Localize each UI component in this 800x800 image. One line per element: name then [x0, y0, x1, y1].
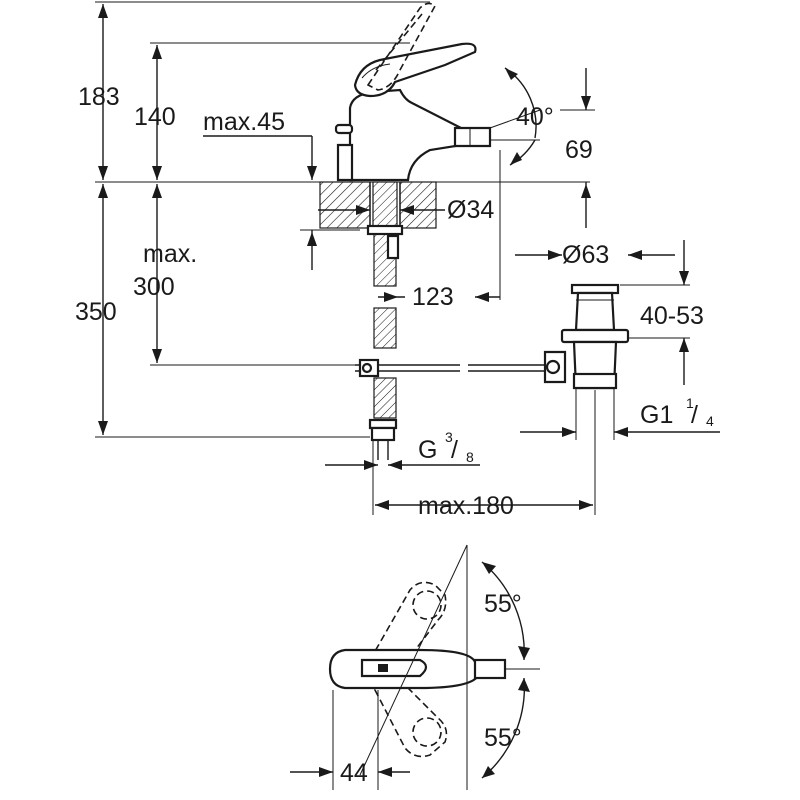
label-inlet-thread-main: G	[418, 436, 437, 464]
pop-up-rod	[355, 358, 545, 378]
dimension-183: 183	[78, 4, 120, 180]
top-view: 55° 55° 44	[290, 544, 540, 790]
label-waste-thread-main: G1	[640, 401, 673, 429]
label-angle-lower: 55°	[484, 724, 522, 752]
dimension-max-300: max. 300	[133, 184, 197, 363]
dimension-140: 140	[134, 45, 176, 180]
label-spout-angle: 40°	[516, 103, 554, 131]
side-view: 183 140 350 max. 300 max.45	[75, 1, 720, 520]
dimension-max-180: max.180	[372, 390, 596, 520]
dimension-44: 44	[290, 690, 410, 790]
dimension-350: 350	[75, 184, 117, 435]
label-spout-offset: 69	[565, 136, 593, 164]
label-angle-upper: 55°	[484, 590, 522, 618]
faucet-body	[334, 42, 492, 182]
lever-top-body	[328, 648, 507, 690]
label-max-hose-2: 300	[133, 273, 175, 301]
lever-ghost-lower	[373, 679, 448, 758]
lever-handle	[353, 42, 477, 98]
label-waste-thread-sub: 4	[706, 413, 714, 429]
supply-hose	[368, 233, 400, 460]
dimension-40-53: 40-53	[620, 240, 704, 385]
label-offset: 44	[340, 759, 368, 787]
label-waste-thread-sup: 1	[686, 395, 694, 411]
label-hose-length: 350	[75, 298, 117, 326]
dimension-123: 123	[378, 150, 501, 311]
label-waste-range: 40-53	[640, 302, 704, 330]
lever-open-position	[366, 2, 437, 91]
label-max-hose-1: max.	[143, 240, 197, 268]
dimension-dia-63: Ø63	[515, 241, 675, 269]
dimension-max-45: max.45	[203, 108, 360, 270]
label-waste-diameter: Ø63	[562, 241, 609, 269]
dimension-g1-1-4: G1 1 / 4	[520, 388, 720, 440]
dimension-dia-34: Ø34	[318, 196, 494, 224]
dimension-40-deg: 40°	[489, 67, 554, 166]
dimension-69: 69	[560, 68, 595, 228]
counter-section	[319, 181, 437, 236]
label-waste-thread-slash: /	[691, 401, 698, 429]
label-hole-diameter: Ø34	[447, 196, 494, 224]
lever-ghost-upper	[368, 581, 447, 671]
label-height-spout: 140	[134, 103, 176, 131]
label-height-total: 183	[78, 83, 120, 111]
label-max-deck: max.45	[203, 108, 285, 136]
waste-fitting	[543, 283, 630, 390]
label-max-rod: max.180	[418, 492, 514, 520]
label-spout-reach: 123	[412, 283, 454, 311]
label-inlet-thread-slash: /	[451, 436, 458, 464]
dimension-g-3-8: G 3 / 8	[325, 429, 480, 470]
dimension-55-lower: 55°	[481, 677, 530, 779]
label-inlet-thread-sup: 3	[445, 429, 453, 445]
dimension-55-upper: 55°	[481, 561, 530, 661]
label-inlet-thread-sub: 8	[466, 449, 474, 465]
